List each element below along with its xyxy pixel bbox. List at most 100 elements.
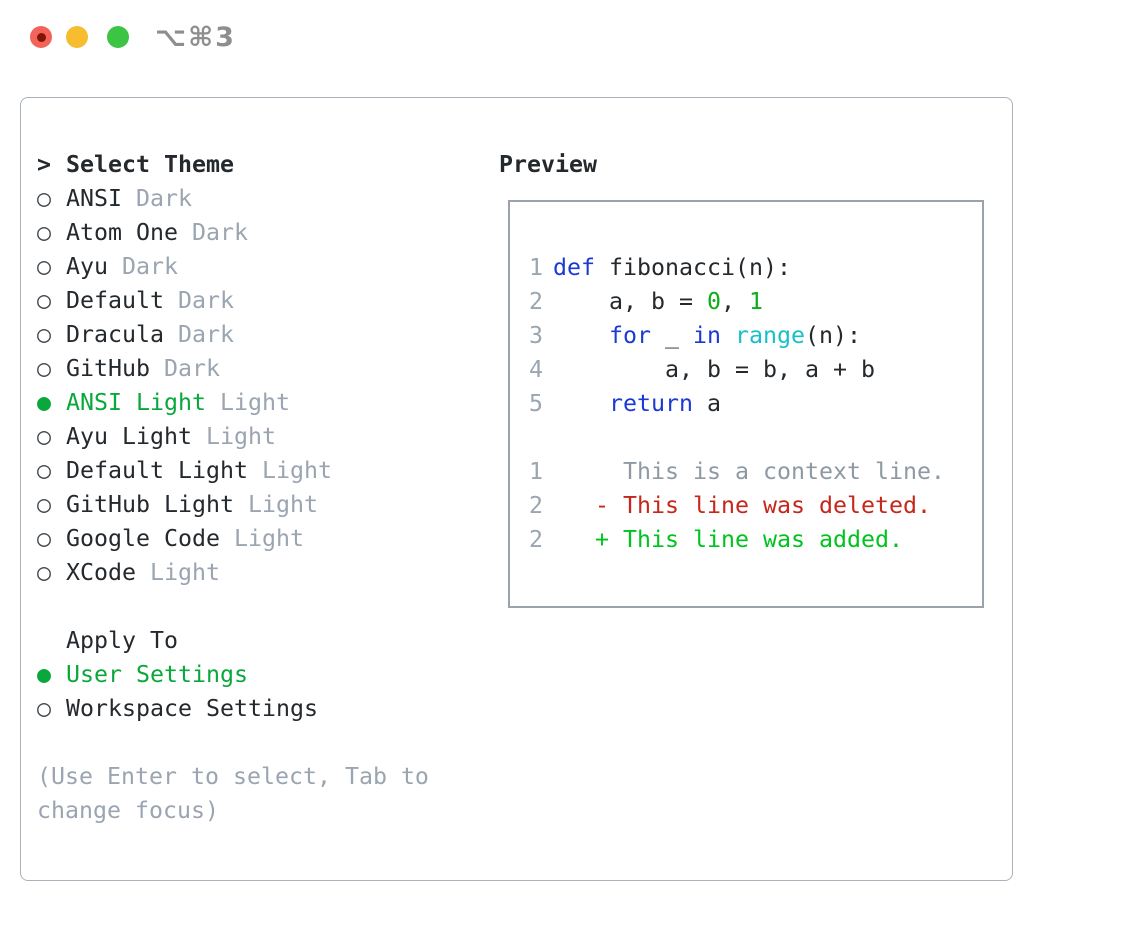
radio-unselected-icon: ○: [37, 490, 51, 518]
code-segment-number: 0: [706, 287, 721, 315]
minimize-button[interactable]: [66, 26, 88, 48]
theme-option[interactable]: ○ ANSI Dark: [37, 181, 482, 215]
radio-unselected-icon: ○: [37, 694, 51, 722]
theme-name: Ayu Light: [66, 422, 192, 450]
focus-caret-icon: >: [37, 150, 51, 178]
theme-name: Ayu: [66, 252, 108, 280]
radio-unselected-icon: ○: [37, 218, 51, 246]
zoom-button[interactable]: [107, 26, 129, 48]
code-segment-plain: [553, 322, 609, 349]
radio-unselected-icon: ○: [37, 456, 51, 484]
code-line-content: + This line was added.: [553, 526, 903, 553]
theme-variant-tag: Dark: [177, 286, 234, 314]
code-line-content: def fibonacci(n):: [553, 254, 791, 281]
theme-name: Google Code: [66, 524, 220, 552]
line-number: 5: [529, 389, 543, 417]
theme-name: Default Light: [66, 456, 248, 484]
code-line: 5 return a: [529, 386, 982, 420]
apply-to-indent: [37, 627, 66, 654]
preview-title: Preview: [499, 150, 597, 178]
theme-variant-tag: Light: [205, 422, 276, 450]
code-segment-plain: [721, 322, 735, 349]
apply-to-title: Apply To: [66, 626, 178, 654]
radio-unselected-icon: ○: [37, 354, 51, 382]
code-line-content: a, b = b, a + b: [553, 356, 875, 383]
close-button[interactable]: [30, 26, 52, 48]
code-segment-added: + This line was added.: [553, 525, 903, 553]
radio-selected-icon: ●: [37, 388, 51, 416]
spacer: [37, 589, 482, 623]
apply-to-header: Apply To: [37, 623, 482, 657]
apply-to-option[interactable]: ○ Workspace Settings: [37, 691, 482, 725]
code-line-content: This is a context line.: [553, 458, 945, 485]
radio-unselected-icon: ○: [37, 184, 51, 212]
apply-to-option-label: Workspace Settings: [66, 694, 318, 722]
apply-to-option[interactable]: ● User Settings: [37, 657, 482, 691]
apply-to-list: ● User Settings ○ Workspace Settings: [37, 657, 482, 725]
code-segment-keyword: for: [609, 321, 651, 349]
radio-unselected-icon: ○: [37, 558, 51, 586]
code-line: 2 a, b = 0, 1: [529, 284, 982, 318]
code-segment-deleted: - This line was deleted.: [553, 491, 931, 519]
radio-unselected-icon: ○: [37, 252, 51, 280]
theme-name: Atom One: [66, 218, 178, 246]
line-number: 3: [529, 321, 543, 349]
theme-variant-tag: Dark: [136, 184, 192, 212]
theme-variant-tag: Light: [247, 490, 318, 518]
window-title: ⌥⌘3: [155, 22, 236, 53]
code-line-content: return a: [553, 390, 721, 417]
theme-option[interactable]: ● ANSI Light Light: [37, 385, 482, 419]
theme-name: XCode: [66, 558, 136, 586]
code-segment-plain: [553, 390, 609, 417]
theme-option[interactable]: ○ Atom One Dark: [37, 215, 482, 249]
theme-variant-tag: Light: [261, 456, 332, 484]
theme-option[interactable]: ○ Default Light Light: [37, 453, 482, 487]
radio-selected-icon: ●: [37, 660, 51, 688]
code-line-content: a, b = 0, 1: [553, 288, 763, 315]
code-line: 4 a, b = b, a + b: [529, 352, 982, 386]
spacer: [37, 725, 482, 759]
theme-name: GitHub: [66, 354, 150, 382]
code-segment-plain: ,: [720, 287, 749, 315]
code-segment-context: This is a context line.: [553, 457, 945, 485]
line-number: 1: [529, 253, 543, 281]
theme-variant-tag: Dark: [191, 218, 248, 246]
theme-name: Default: [66, 286, 164, 314]
help-text-line-1: (Use Enter to select, Tab to: [37, 762, 429, 790]
line-number: 4: [529, 355, 543, 383]
radio-unselected-icon: ○: [37, 320, 51, 348]
code-line: 2 - This line was deleted.: [529, 488, 982, 522]
theme-list-header: >Select Theme: [37, 147, 482, 181]
theme-variant-tag: Light: [219, 388, 290, 416]
radio-unselected-icon: ○: [37, 524, 51, 552]
theme-option[interactable]: ○ GitHub Dark: [37, 351, 482, 385]
code-segment-keyword: def: [553, 253, 609, 281]
code-line-content: - This line was deleted.: [553, 492, 931, 519]
apply-to-option-label: User Settings: [66, 660, 248, 688]
code-segment-plain: _: [651, 321, 693, 349]
code-line: 3 for _ in range(n):: [529, 318, 982, 352]
theme-name: ANSI Light: [66, 388, 206, 416]
code-line: 1 This is a context line.: [529, 454, 982, 488]
theme-variant-tag: Dark: [164, 354, 220, 382]
code-segment-keyword: in: [693, 321, 721, 349]
line-number: 2: [529, 525, 543, 553]
code-segment-plain: (n):: [805, 321, 861, 349]
code-segment-builtin: range: [735, 321, 805, 349]
code-blank-line: [529, 420, 982, 454]
help-text-line-2: change focus): [37, 796, 219, 824]
theme-name: ANSI: [66, 184, 122, 212]
code-line-content: for _ in range(n):: [553, 322, 861, 349]
theme-name: Dracula: [66, 320, 164, 348]
